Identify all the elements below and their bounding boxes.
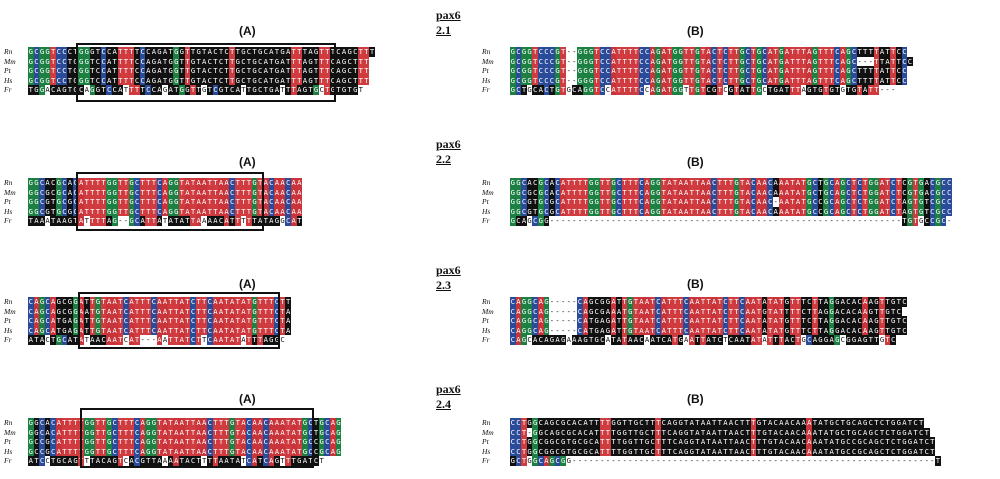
sequence-row: GCCGCATTTTGGTTGCTTTCAGGTATAATTAACTTTGTAC…: [28, 437, 342, 447]
sequence-row: CAGGCAG-----CAGCGAAATGTAATCATTTCAATTATCT…: [510, 306, 902, 316]
sequence-row: CAGCAGCGGAATGTAATCATTTCAATTATCTTCAATATAT…: [28, 306, 291, 316]
sequence-row: GCGGTCCCGT--GGGTCCATTTTCCAGATGGTTGTACTCT…: [510, 47, 908, 57]
panel-title: раx6 2.3: [436, 263, 461, 292]
sequence-row: CAGCATGAGATTGTAATCATTTCAATTATCTTCAATATAT…: [28, 316, 291, 326]
sequence-row: GGCACATTTTGGTTGCTTTCAGGTATAATTAACTTTGTAC…: [28, 418, 342, 428]
sequence-row: GCGGTCCCGT--GGGTCCATTTTCCAGATGGTTGTACTCT…: [510, 56, 913, 66]
sequence-block: GCGGTCCCGT--GGGTCCATTTTCCAGATGGTTGTACTCT…: [510, 47, 913, 95]
sequence-row: GCTGGCAGCGG-----------------------------…: [510, 456, 941, 466]
highlight-box: [76, 172, 264, 231]
highlight-box: [76, 43, 336, 102]
panel-title: раx6 2.2: [436, 137, 461, 166]
sequence-row: GGCGTGCGCATTTTGGTTGCTTTCAGGTATAATTAACTTT…: [28, 206, 303, 216]
sequence-row: CCT-GGCAGCGCACATTTTGGTTGCTTTCAGGTATAATTA…: [510, 427, 930, 437]
sequence-row: CCTGGCGGCGTGCGCATTTTGGTTGCTTTCAGGTATAATT…: [510, 437, 936, 447]
sequence-row: GCGGTCCTGGGTCCATTTTCCAGATGGTTGTACTCTTGCT…: [28, 56, 370, 66]
sequence-block: CCTGGCAGCGCACATTTTGGTTGCTTTCAGGTATAATTAA…: [510, 418, 941, 466]
sequence-block: GGCACGCACATTTTGGTTGCTTTCAGGTATAATTAACTTT…: [510, 178, 952, 226]
panel-label: (A): [239, 155, 256, 169]
sequence-row: CCTGGCAGCGCACATTTTGGTTGCTTTCAGGTATAATTAA…: [510, 418, 924, 428]
sequence-block: CAGGCAG-----CAGCGGATTGTAATCATTTCAATTATCT…: [510, 297, 908, 345]
panel-label: (A): [239, 392, 256, 406]
sequence-row: GGCGCGCACATTTTGGTTGCTTTCAGGTATAATTAACTTT…: [28, 187, 303, 197]
sequence-row: GCGGTCCTGGGTCCATTTTCCAGATGGTTGTACTCTTGCT…: [28, 75, 370, 85]
sequence-block: GCGGTCCCTGGGTCCATTTTCCAGATGGTTGTACTCTTGC…: [28, 47, 375, 95]
sequence-row: GGCGTGCGCATTTTGGTTGCTTTCAGGTATAATTAACTTT…: [28, 197, 303, 207]
sequence-row: CAGGCAG-----CAGCGGATTGTAATCATTTCAATTATCT…: [510, 297, 908, 307]
sequence-row: CCTGGCGGCGTGCGCATTTTGGTTGCTTTCAGGTATAATT…: [510, 446, 936, 456]
sequence-row: TAAATAAGTATTTTAG--GCATTATATATTAAAACATTTT…: [28, 216, 303, 226]
sequence-row: GCGGTCCCGT--GGGTCCATTTTCCAGATGGTTGTACTCT…: [510, 66, 908, 76]
sequence-row: GGCGTGCGCATTTTGGTTGCTTTCAGGTATAATTAACTTT…: [510, 197, 952, 207]
sequence-row: CAGCATGAGATTGTAATCATTTCAATTATCTTCAATATAT…: [28, 325, 291, 335]
sequence-row: GCAGCGG---------------------------------…: [510, 216, 952, 226]
sequence-row: GGCACGCACATTTTGGTTGCTTTCAGGTATAATTAACTTT…: [510, 178, 952, 188]
highlight-box: [78, 292, 280, 349]
panel-label: (B): [687, 24, 704, 38]
sequence-row: CAGGCAG-----CATGAGATTGTAATCATTTCAATTATCT…: [510, 325, 908, 335]
highlight-box: [80, 408, 314, 468]
sequence-row: GCGGTCCTGGGTCCATTTTCCAGATGGTTGTACTCTTGCT…: [28, 66, 370, 76]
sequence-block: GGCACGCACATTTTGGTTGCTTTCAGGTATAATTAACTTT…: [28, 178, 303, 226]
panel-label: (B): [687, 155, 704, 169]
sequence-row: GCGGTCCCGT--GGGTCCATTTTCCAGATGGTTGTACTCT…: [510, 75, 908, 85]
panel-label: (A): [239, 24, 256, 38]
panel-title: раx6 2.1: [436, 8, 461, 37]
panel-title: раx6 2.4: [436, 382, 461, 411]
sequence-block: GGCACATTTTGGTTGCTTTCAGGTATAATTAACTTTGTAC…: [28, 418, 342, 466]
panel-label: (B): [687, 277, 704, 291]
sequence-block: CAGCAGCGGATTGTAATCATTTCAATTATCTTCAATATAT…: [28, 297, 291, 345]
sequence-row: GCGGTCCCTGGGTCCATTTTCCAGATGGTTGTACTCTTGC…: [28, 47, 375, 57]
sequence-row: GGCACGCACATTTTGGTTGCTTTCAGGTATAATTAACTTT…: [28, 178, 303, 188]
sequence-row: GGCACATTTTGGTTGCTTTCAGGTATAATTAACTTTGTAC…: [28, 427, 342, 437]
sequence-row: GGCGCGCACATTTTGGTTGCTTTCAGGTATAATTAACTTT…: [510, 187, 952, 197]
sequence-row: CAGCACAGAGAAAGTGCATATAACAATCATGAATTATCTC…: [510, 335, 896, 345]
sequence-row: ATACTGCATATAACAATCAT---AATTATCTTCAATATAT…: [28, 335, 286, 345]
sequence-row: GCTGCACTGTGCAGGTCCATTTTCCAGATGGTTGTCGTCG…: [510, 85, 896, 95]
sequence-row: CAGGCAG-----CATGAGATTGTAATCATTTCAATTATCT…: [510, 316, 908, 326]
panel-label: (A): [239, 277, 256, 291]
sequence-row: GGCGTGCGCATTTTGGTTGCTTTCAGGTATAATTAACTTT…: [510, 206, 952, 216]
panel-label: (B): [687, 392, 704, 406]
sequence-row: CAGCAGCGGATTGTAATCATTTCAATTATCTTCAATATAT…: [28, 297, 291, 307]
sequence-row: GCCGCATTTTGGTTGCTTTCAGGTATAATTAACTTTGTAC…: [28, 446, 342, 456]
sequence-row: ATCCTGCAGTTTACAGTCACGTTAAAATACTTTTAATATC…: [28, 456, 325, 466]
sequence-row: TGGACAGTGCAGGTCCATTTTCCAGATGGTTGTCGTCATT…: [28, 85, 364, 95]
